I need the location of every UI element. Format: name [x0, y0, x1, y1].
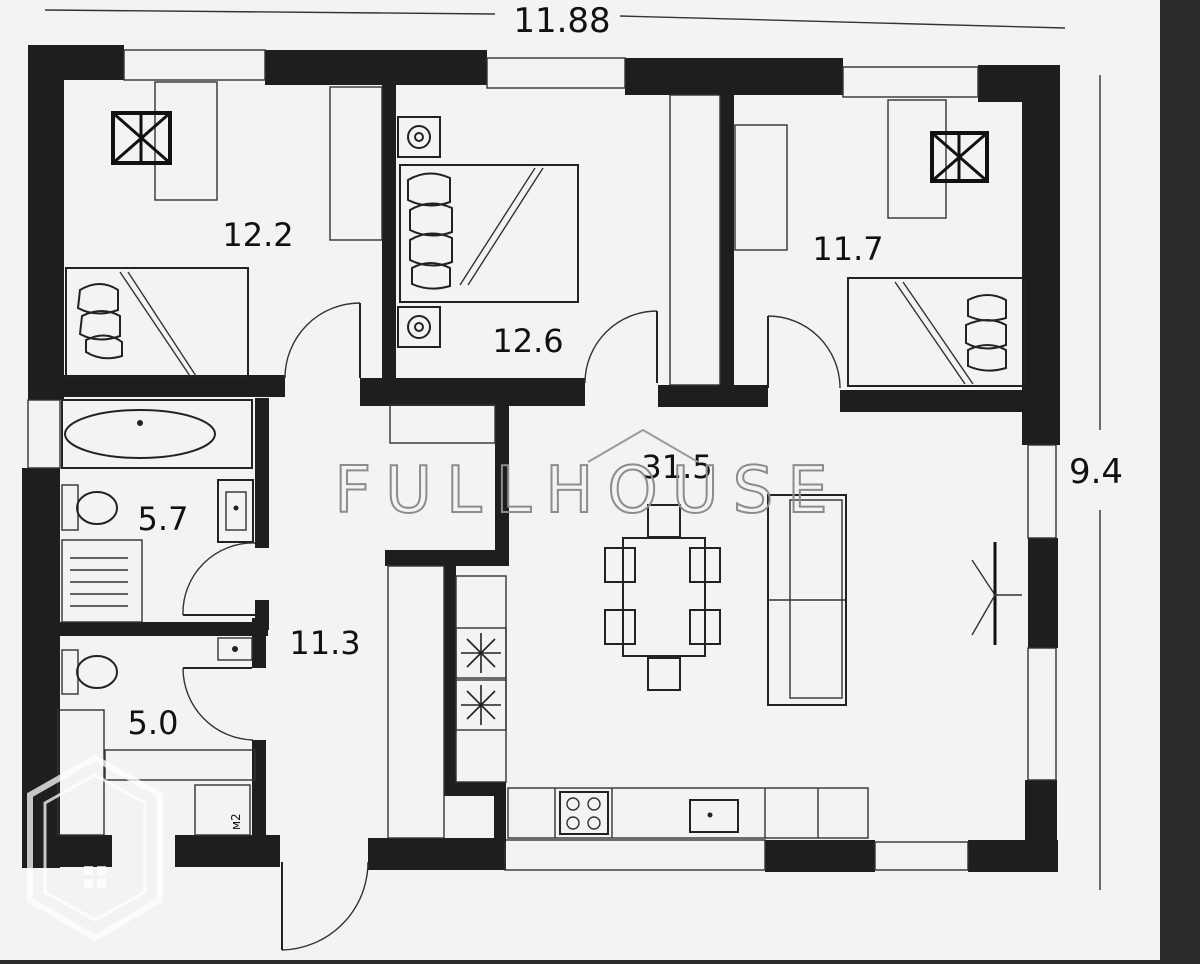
- wc-room: м2 5.0: [57, 637, 256, 836]
- bedroom-left: 12.2: [65, 81, 383, 379]
- stove-icon: [455, 627, 507, 731]
- kitchen-worktop: [507, 787, 869, 839]
- wardrobe: [387, 565, 445, 839]
- room-area-hallway: 11.3: [289, 624, 360, 662]
- bathroom: 5.7: [61, 399, 254, 623]
- room-area-bedroom-middle: 12.6: [492, 322, 563, 360]
- door-icon: [182, 542, 256, 616]
- door-icon: [767, 315, 841, 389]
- kitchen-counter: [455, 575, 507, 783]
- door-icon: [584, 310, 658, 384]
- tv-icon: [971, 542, 1022, 645]
- room-area-living-kitchen: 31.5: [641, 448, 712, 486]
- windows: [27, 49, 1057, 871]
- cooktop-icon: [559, 791, 609, 835]
- room-area-bedroom-right: 11.7: [812, 230, 883, 268]
- dark-edge: [1160, 0, 1200, 960]
- bed-icon: [65, 267, 249, 379]
- sofa-icon: [767, 494, 847, 706]
- dining-table-icon: [604, 504, 721, 691]
- toilet-icon: [61, 484, 118, 531]
- sink-icon: [217, 479, 254, 543]
- chair-icon: [930, 131, 989, 183]
- bedroom-right: 11.7: [734, 99, 1026, 389]
- nightstand-icon: [397, 116, 441, 158]
- room-area-bathroom: 5.7: [138, 500, 189, 538]
- hallway: 11.3: [182, 404, 496, 951]
- house-logo-icon: [27, 754, 163, 942]
- nightstand-icon: [397, 306, 441, 348]
- room-area-bedroom-left: 12.2: [222, 216, 293, 254]
- watermark: FULLHOUSE: [333, 428, 841, 529]
- height-dimension: 9.4: [1069, 75, 1123, 890]
- kitchen-sink-icon: [689, 799, 739, 833]
- height-label: 9.4: [1069, 452, 1123, 492]
- small-mark: м2: [229, 813, 243, 830]
- door-icon: [284, 302, 361, 379]
- width-label: 11.88: [513, 1, 610, 41]
- living-kitchen: 31.5: [455, 448, 1022, 839]
- toilet-icon: [61, 649, 118, 695]
- door-icon: [182, 667, 254, 741]
- shelf: [389, 404, 496, 444]
- paper-sheet: [0, 0, 1165, 960]
- entrance-door-icon: [281, 861, 369, 951]
- radiator-icon: [61, 539, 143, 623]
- double-bed-icon: [399, 164, 579, 303]
- bathtub-icon: [61, 399, 253, 469]
- width-dimension: 11.88: [44, 1, 1066, 41]
- inner-walls: [58, 85, 1025, 842]
- watermark-text: FULLHOUSE: [334, 454, 841, 528]
- bedroom-middle: 12.6: [397, 94, 721, 386]
- chair-icon: [111, 111, 172, 165]
- room-area-wc: 5.0: [128, 704, 179, 742]
- sink-icon: [217, 637, 253, 661]
- bed-icon: [847, 277, 1026, 387]
